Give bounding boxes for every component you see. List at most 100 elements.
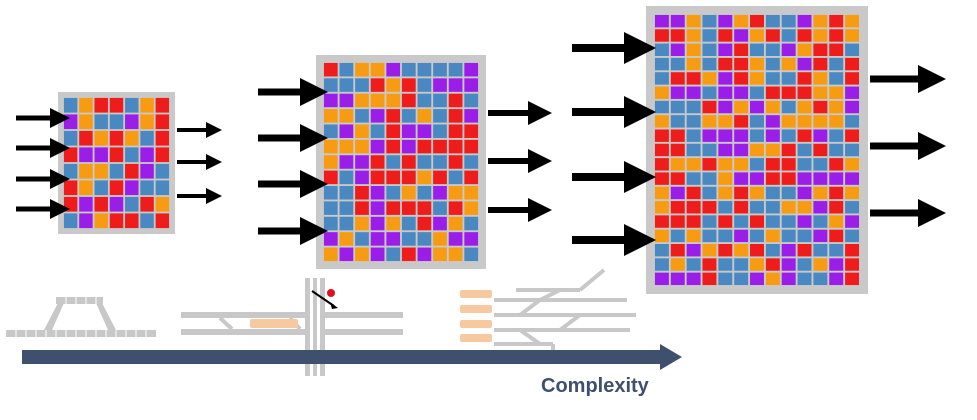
grid-cell [417,124,432,138]
grid-cell [797,186,812,200]
grid-cell [750,258,764,271]
grid-cell [702,72,717,85]
grid-cell [125,180,139,196]
grid-cell [734,143,749,157]
grid-small-cells [63,97,170,229]
grid-cell [686,43,701,56]
grid-cell [654,272,669,286]
grid-cell [401,232,416,246]
grid-cell [750,29,764,42]
grid-cell [797,143,812,157]
grid-cell [750,201,764,214]
grid-cell [686,272,701,286]
grid-cell [797,172,812,185]
grid-cell [654,14,669,28]
grid-cell [63,147,78,163]
grid-cell [125,213,139,229]
grid-cell [401,186,416,200]
grid-cell [797,115,812,128]
grid-cell [670,14,685,28]
grid-cell [109,163,124,179]
grid-cell [401,139,416,154]
grid-cell [718,272,733,286]
grid-cell [433,216,447,231]
grid-cell [125,147,139,163]
grid-cell [734,14,749,28]
grid-cell [750,215,764,228]
grid-cell [750,72,764,85]
grid-cell [94,180,108,196]
grid-cell [750,143,764,157]
grid-cell [370,109,385,123]
grid-cell [155,196,170,212]
grid-cell [702,158,717,171]
grid-cell [433,109,447,123]
grid-cell [339,62,354,77]
grid-cell [781,158,796,171]
grid-cell [765,100,780,114]
grid-cell [829,229,844,243]
grid-cell [654,72,669,85]
grid-cell [734,158,749,171]
grid-cell [654,100,669,114]
grid-cell [79,97,93,113]
signal-icon [327,289,335,297]
grid-cell [718,29,733,42]
grid-cell [734,43,749,56]
grid-cell [670,143,685,157]
grid-cell [386,216,401,231]
grid-cell [702,43,717,56]
grid-cell [654,57,669,71]
grid-cell [339,216,354,231]
grid-cell [140,213,154,229]
grid-large-input-arrows [572,32,656,256]
grid-cell [433,247,447,262]
grid-cell [670,215,685,228]
grid-cell [79,163,93,179]
grid-cell [750,115,764,128]
grid-cell [464,139,479,154]
grid-cell [448,170,463,185]
grid-cell [702,258,717,271]
grid-cell [670,43,685,56]
grid-cell [355,93,369,108]
grid-cell [734,215,749,228]
grid-cell [670,186,685,200]
grid-cell [464,170,479,185]
grid-cell [813,272,828,286]
grid-cell [829,57,844,71]
grid-cell [765,72,780,85]
grid-cell [765,201,780,214]
grid-cell [79,147,93,163]
grid-cell [448,139,463,154]
grid-cell [813,244,828,257]
grid-cell [734,29,749,42]
grid-cell [829,201,844,214]
grid-cell [401,109,416,123]
grid-cell [448,109,463,123]
grid-cell [750,129,764,142]
grid-cell [702,272,717,286]
grid-cell [109,180,124,196]
grid-cell [386,201,401,215]
grid-cell [702,143,717,157]
grid-cell [781,72,796,85]
grid-cell [63,196,78,212]
grid-cell [63,213,78,229]
grid-cell [670,57,685,71]
grid-cell [339,232,354,246]
grid-cell [813,14,828,28]
grid-cell [323,124,338,138]
grid-cell [433,201,447,215]
grid-cell [781,115,796,128]
grid-cell [448,232,463,246]
grid-cell [654,186,669,200]
grid-cell [813,215,828,228]
grid-cell [845,258,860,271]
grid-cell [323,93,338,108]
grid-cell [448,186,463,200]
grid-cell [845,129,860,142]
grid-cell [829,172,844,185]
grid-cell [433,78,447,92]
grid-cell [829,115,844,128]
